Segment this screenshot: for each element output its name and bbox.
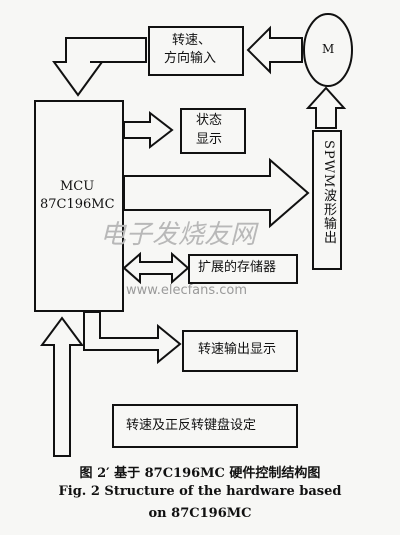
mcu-line1: MCU — [60, 179, 95, 194]
caption-en-line1: Fig. 2 Structure of the hardware based — [58, 484, 342, 499]
mcu-memory-double-arrow — [122, 251, 190, 285]
spwm-box — [312, 130, 342, 270]
speed-input-line2: 方向输入 — [164, 51, 217, 66]
motor-circle — [303, 13, 353, 87]
keyboard-to-mcu-arrow — [40, 316, 84, 457]
mcu-to-status-arrow — [123, 110, 174, 150]
memory-box — [188, 254, 298, 284]
spwm-to-motor-arrow — [305, 86, 347, 129]
input-to-mcu-arrow — [52, 37, 147, 97]
mcu-box — [34, 100, 124, 312]
spwm-label: SPWM波形输出 — [321, 140, 336, 245]
speed-input-line1: 转速、 — [172, 33, 212, 48]
caption-cn: 图 2′ 基于 87C196MC 硬件控制结构图 — [79, 466, 321, 481]
mcu-to-spwm-arrow — [123, 157, 310, 229]
motor-label: M — [322, 42, 335, 56]
memory-label: 扩展的存储器 — [198, 260, 277, 275]
keyboard-label: 转速及正反转键盘设定 — [126, 418, 257, 433]
watermark-line2: www.elecfans.com — [126, 283, 248, 298]
status-line2: 显示 — [196, 132, 223, 147]
mcu-line2: 87C196MC — [40, 197, 115, 212]
speed-input-box — [148, 26, 244, 76]
watermark-line1: 电子发烧友网 — [100, 220, 257, 250]
status-box — [180, 108, 246, 154]
keyboard-box — [112, 404, 298, 448]
status-line1: 状态 — [196, 113, 223, 128]
motor-to-input-arrow — [246, 25, 303, 75]
caption-en-line2: on 87C196MC — [148, 506, 252, 521]
mcu-to-display-arrow — [83, 311, 182, 365]
speed-display-label: 转速输出显示 — [198, 342, 277, 357]
speed-display-box — [182, 330, 298, 372]
